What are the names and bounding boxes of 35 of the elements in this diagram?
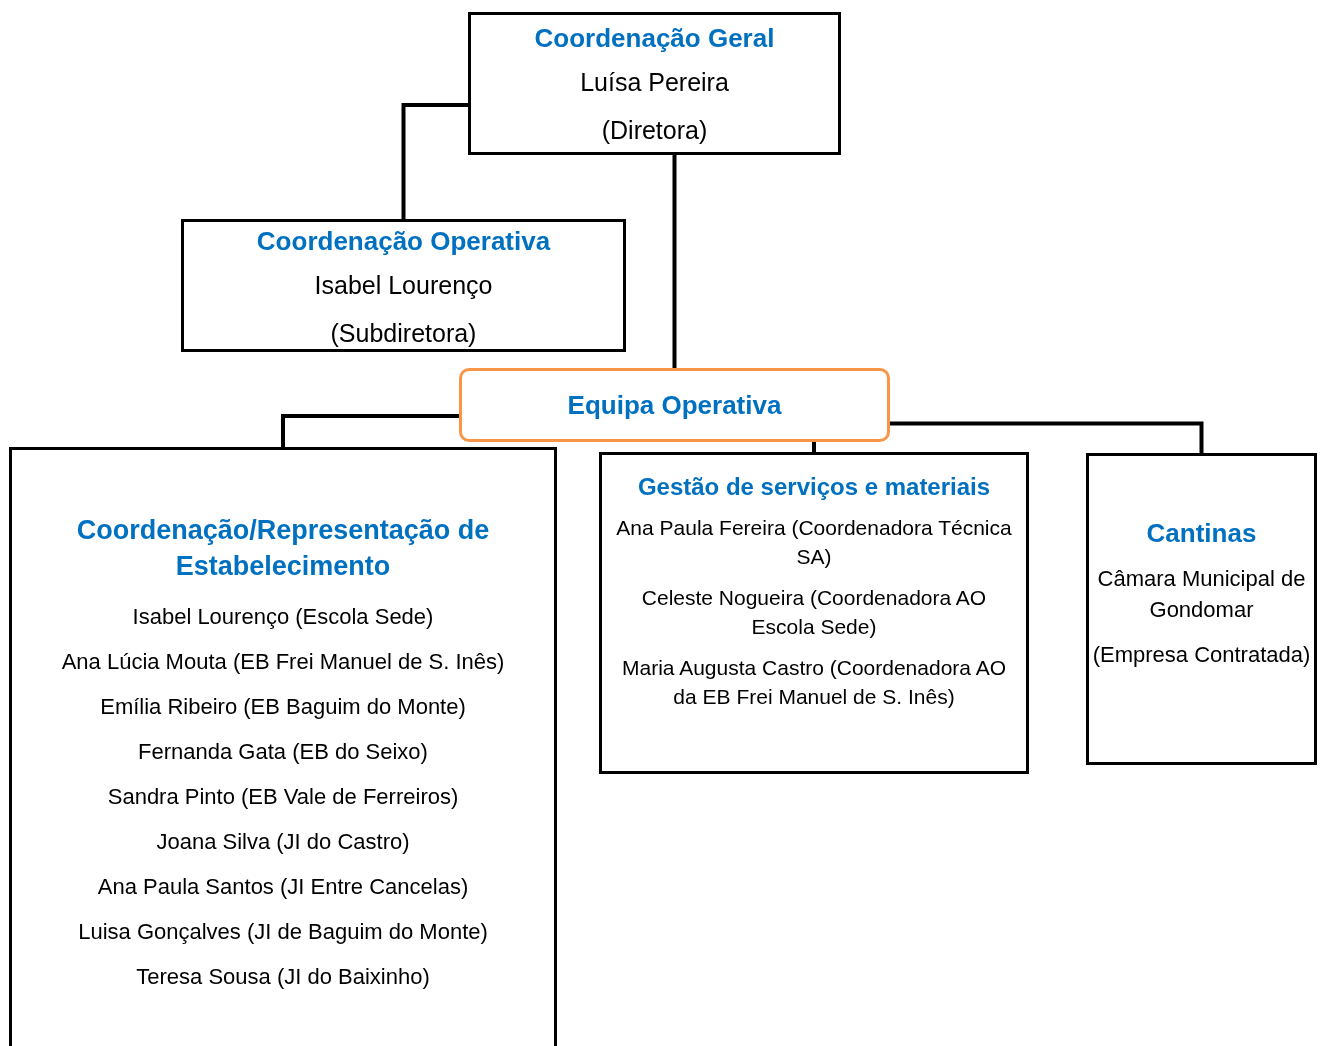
person-name: Joana Silva (JI do Castro) xyxy=(156,828,410,856)
box-heading: Coordenação Operativa xyxy=(256,225,551,258)
connector-line xyxy=(672,155,677,368)
person-name: Ana Paula Fereira (Coordenadora Técnica SA) xyxy=(615,515,1013,570)
org-box xyxy=(181,219,626,352)
person-name: (Empresa Contratada) xyxy=(1092,641,1311,669)
box-heading: Coordenação/Representação de Estabelecimento xyxy=(75,514,491,583)
person-name: Luisa Gonçalves (JI de Baguim do Monte) xyxy=(78,918,488,946)
person-name: Luísa Pereira xyxy=(580,67,729,98)
box-heading: Coordenação Geral xyxy=(534,22,775,55)
box-heading: Cantinas xyxy=(1146,517,1257,550)
org-box xyxy=(459,368,890,442)
connector-line xyxy=(812,442,816,452)
org-box xyxy=(468,12,841,155)
person-name: Celeste Nogueira (Coordenadora AO Escola Sede) xyxy=(640,585,988,640)
person-name: Teresa Sousa (JI do Baixinho) xyxy=(136,963,430,991)
person-name: Isabel Lourenço xyxy=(314,270,493,301)
person-name: Isabel Lourenço (Escola Sede) xyxy=(132,603,434,631)
org-box xyxy=(599,452,1029,774)
person-name: Maria Augusta Castro (Coordenadora AO da EB Frei Manuel de S. Inês) xyxy=(620,655,1007,710)
person-name: Emília Ribeiro (EB Baguim do Monte) xyxy=(100,693,466,721)
person-name: Ana Lúcia Mouta (EB Frei Manuel de S. Inês) xyxy=(61,648,505,676)
person-name: (Subdiretora) xyxy=(330,318,477,349)
connector-line xyxy=(281,414,459,447)
org-box xyxy=(9,447,557,1046)
person-name: Câmara Municipal de Gondomar xyxy=(1096,565,1307,624)
person-name: Fernanda Gata (EB do Seixo) xyxy=(138,738,428,766)
person-name: Sandra Pinto (EB Vale de Ferreiros) xyxy=(107,783,459,811)
org-box xyxy=(1086,453,1317,765)
person-name: (Diretora) xyxy=(601,115,708,146)
box-heading: Gestão de serviços e materiais xyxy=(637,472,991,502)
box-heading: Equipa Operativa xyxy=(567,388,782,422)
connector-line xyxy=(890,421,1204,453)
person-name: Ana Paula Santos (JI Entre Cancelas) xyxy=(97,873,469,901)
connector-line xyxy=(401,102,468,219)
